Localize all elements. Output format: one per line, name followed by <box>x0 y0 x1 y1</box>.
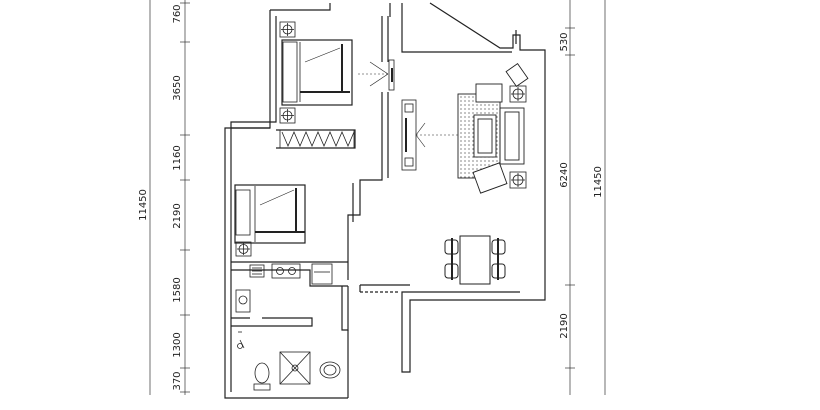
dim-right-1: 530 <box>559 32 570 51</box>
walls <box>224 2 546 399</box>
tv-cabinet <box>388 59 417 171</box>
nightstand-lamp-icon <box>235 241 252 257</box>
dim-left-7: 370 <box>172 371 183 390</box>
bathroom <box>237 331 341 391</box>
dim-left-1: 760 <box>172 4 183 23</box>
dim-left-5: 1580 <box>172 277 183 302</box>
dining-table <box>444 235 506 285</box>
dim-left-6: 1300 <box>172 332 183 357</box>
sight-lines <box>358 61 460 148</box>
dim-right-3: 2190 <box>559 313 570 338</box>
dim-left-total: 11450 <box>138 189 149 221</box>
side-table-lamp-icon <box>509 85 527 189</box>
dim-right-2: 6240 <box>559 162 570 187</box>
bed-top <box>281 39 353 106</box>
wardrobe <box>279 129 355 149</box>
dim-left-3: 1160 <box>172 145 183 170</box>
right-dimension-chain <box>565 0 606 395</box>
sofa-set <box>457 62 529 194</box>
bed-bottom <box>234 184 306 244</box>
dim-left-4: 2190 <box>172 203 183 228</box>
lamp-icon <box>279 21 296 124</box>
kitchen <box>235 263 333 313</box>
dim-right-total: 11450 <box>593 166 604 198</box>
left-dimension-chain <box>149 0 190 395</box>
dim-left-2: 3650 <box>172 75 183 100</box>
